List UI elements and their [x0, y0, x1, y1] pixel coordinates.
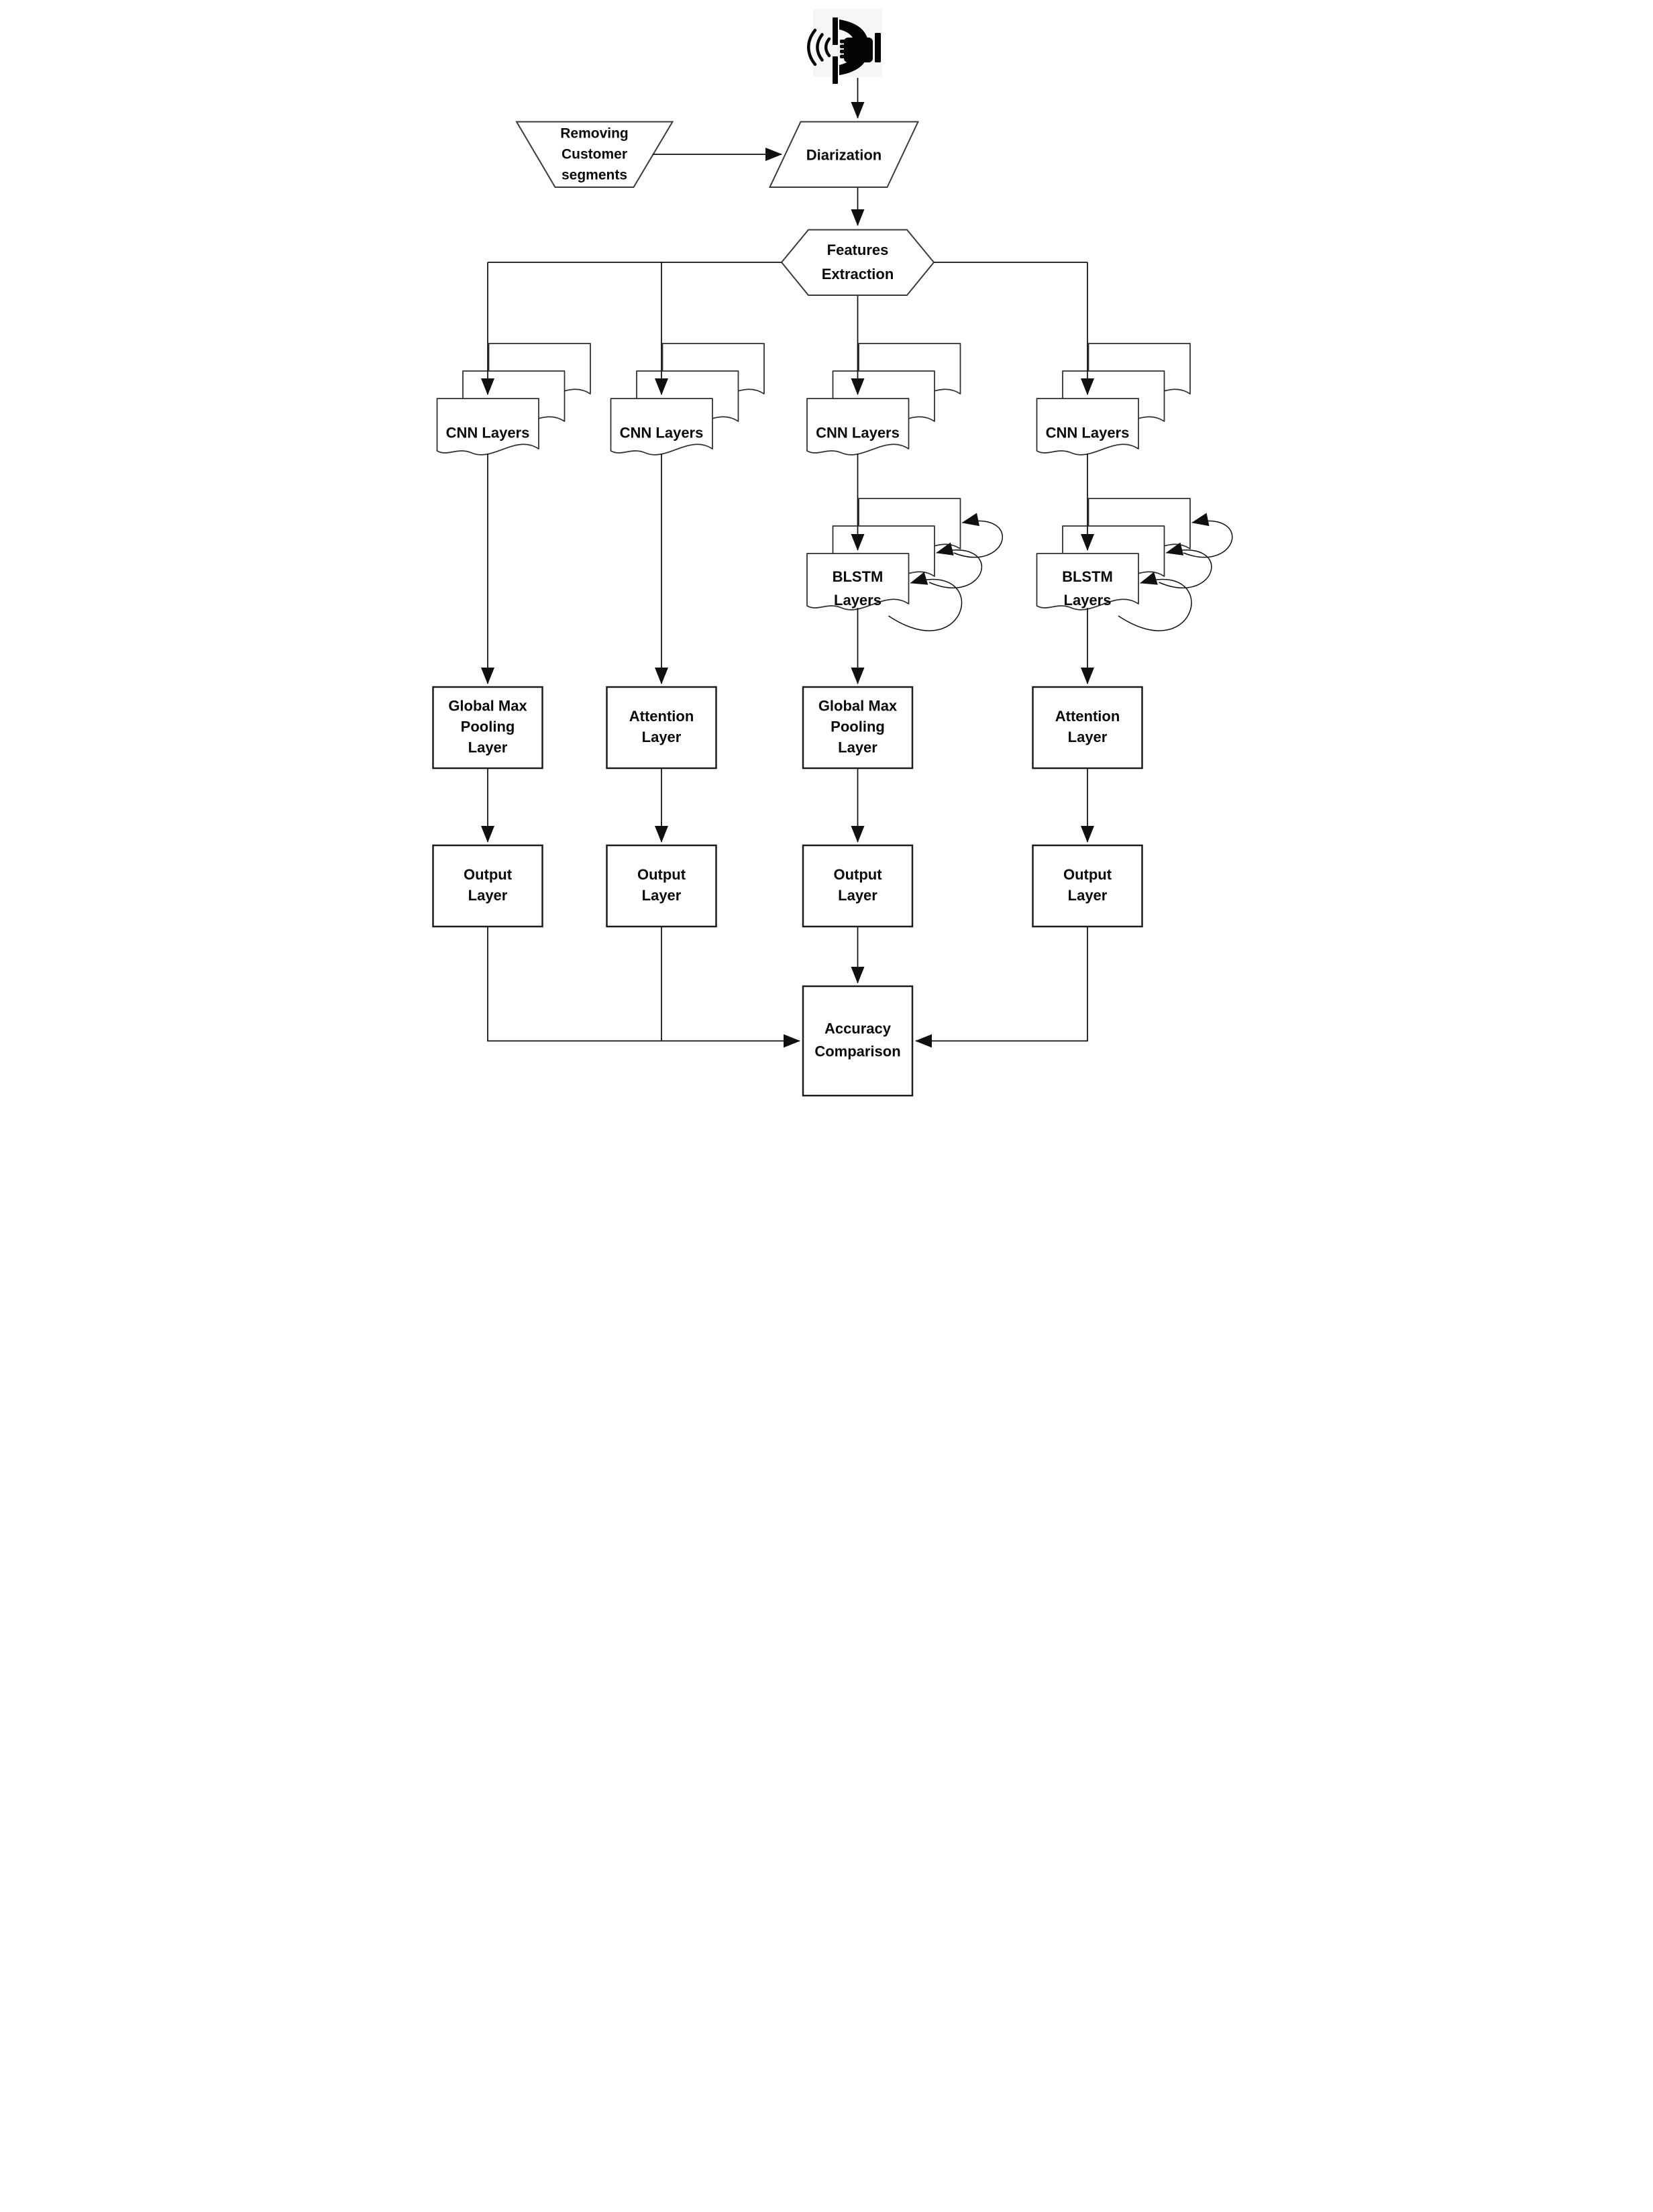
hexagon-shape: [780, 229, 935, 296]
connector-output1-to-accuracy: [487, 927, 800, 1048]
node-label: Diarization: [806, 146, 882, 163]
node-label-line: Layer: [468, 739, 508, 755]
cnn-layers-node-3: CNN Layers: [806, 343, 961, 456]
parallelogram-shape: [768, 121, 920, 188]
process-box: [606, 686, 717, 770]
node-label-line: BLSTM: [833, 568, 884, 585]
document-front: [436, 398, 539, 456]
node-label-line: segments: [562, 168, 627, 183]
connector-output4-to-accuracy: [915, 927, 1088, 1048]
node-label-line: Attention: [1055, 708, 1120, 725]
finger: [840, 40, 845, 44]
node-label-line: Global Max: [818, 697, 898, 714]
document-front: [1036, 398, 1139, 456]
handset-earpiece-bar: [833, 17, 838, 45]
recurrent-loop-arrow: [1118, 572, 1192, 631]
process-box: [802, 686, 914, 770]
finger: [840, 44, 845, 48]
output-layer-node-1: Output Layer: [432, 844, 543, 928]
document-front: [1036, 553, 1139, 611]
node-label-line: Layer: [1068, 887, 1108, 904]
diarization-node: Diarization: [768, 121, 920, 188]
node-label-line: Extraction: [822, 266, 894, 282]
global-max-pooling-node-3: Global Max Pooling Layer: [802, 686, 914, 770]
recurrent-loop-arrow: [928, 542, 983, 588]
finger: [840, 50, 845, 54]
finger: [840, 54, 845, 58]
accuracy-comparison-node: Accuracy Comparison: [802, 985, 914, 1097]
trapezoid-shape: [515, 121, 674, 188]
sound-wave-arc: [816, 33, 824, 62]
process-box: [802, 844, 914, 928]
node-label-line: Comparison: [814, 1043, 900, 1059]
node-label-line: Layer: [838, 887, 877, 904]
process-box: [432, 844, 543, 928]
node-label-line: Layer: [642, 729, 682, 745]
document-front: [610, 398, 713, 456]
document-front: [806, 398, 910, 456]
diagram-canvas: Removing Customer segments Diarization F…: [432, 9, 1233, 1097]
node-label: CNN Layers: [816, 424, 900, 441]
global-max-pooling-node-1: Global Max Pooling Layer: [432, 686, 543, 770]
node-label-line: Output: [637, 866, 686, 883]
node-label-line: Layers: [1064, 592, 1112, 609]
removing-customer-segments-node: Removing Customer segments: [515, 121, 674, 188]
hand-fist: [844, 38, 873, 62]
output-layer-node-2: Output Layer: [606, 844, 717, 928]
node-label-line: Output: [464, 866, 513, 883]
node-label: CNN Layers: [620, 424, 704, 441]
cnn-layers-node-4: CNN Layers: [1036, 343, 1191, 456]
handset-mouthpiece-bar: [833, 56, 838, 84]
cnn-layers-node-2: CNN Layers: [610, 343, 765, 456]
node-label-line: Layers: [834, 592, 882, 609]
attention-layer-node-4: Attention Layer: [1032, 686, 1143, 770]
output-layer-node-3: Output Layer: [802, 844, 914, 928]
recurrent-loop-arrow: [1183, 513, 1233, 558]
node-label-line: Attention: [629, 708, 694, 725]
document-front: [806, 553, 910, 611]
node-label-line: Output: [1063, 866, 1112, 883]
recurrent-loop-arrow: [1159, 542, 1212, 588]
node-label-line: Customer: [562, 147, 627, 162]
blstm-layers-node-3: BLSTM Layers: [806, 498, 1003, 631]
node-label-line: Output: [833, 866, 882, 883]
process-box: [606, 844, 717, 928]
blstm-layers-node-4: BLSTM Layers: [1036, 498, 1233, 631]
node-label-line: Layer: [838, 739, 877, 755]
flowchart-figure: Removing Customer segments Diarization F…: [413, 0, 1240, 1106]
node-label-line: Pooling: [461, 718, 515, 735]
node-label-line: Layer: [642, 887, 682, 904]
phone-bar: [875, 33, 881, 62]
sound-wave-arc: [807, 28, 817, 66]
node-label-line: Pooling: [831, 718, 885, 735]
output-layer-node-4: Output Layer: [1032, 844, 1143, 928]
audio-call-icon: [807, 9, 882, 84]
cnn-layers-node-1: CNN Layers: [436, 343, 591, 456]
node-label: CNN Layers: [446, 424, 530, 441]
sound-wave-arc: [824, 37, 831, 58]
node-label-line: Global Max: [448, 697, 527, 714]
attention-layer-node-2: Attention Layer: [606, 686, 717, 770]
node-label-line: Layer: [1068, 729, 1108, 745]
node-label-line: Removing: [560, 126, 629, 142]
recurrent-loop-arrow: [888, 572, 963, 631]
features-extraction-node: Features Extraction: [780, 229, 935, 296]
process-box: [802, 985, 914, 1097]
node-label: CNN Layers: [1046, 424, 1130, 441]
recurrent-loop-arrow: [953, 513, 1003, 558]
process-box: [1032, 844, 1143, 928]
node-label-line: Features: [827, 242, 889, 258]
node-label-line: Layer: [468, 887, 508, 904]
process-box: [1032, 686, 1143, 770]
node-label-line: BLSTM: [1062, 568, 1113, 585]
process-box: [432, 686, 543, 770]
node-label-line: Accuracy: [824, 1020, 892, 1037]
